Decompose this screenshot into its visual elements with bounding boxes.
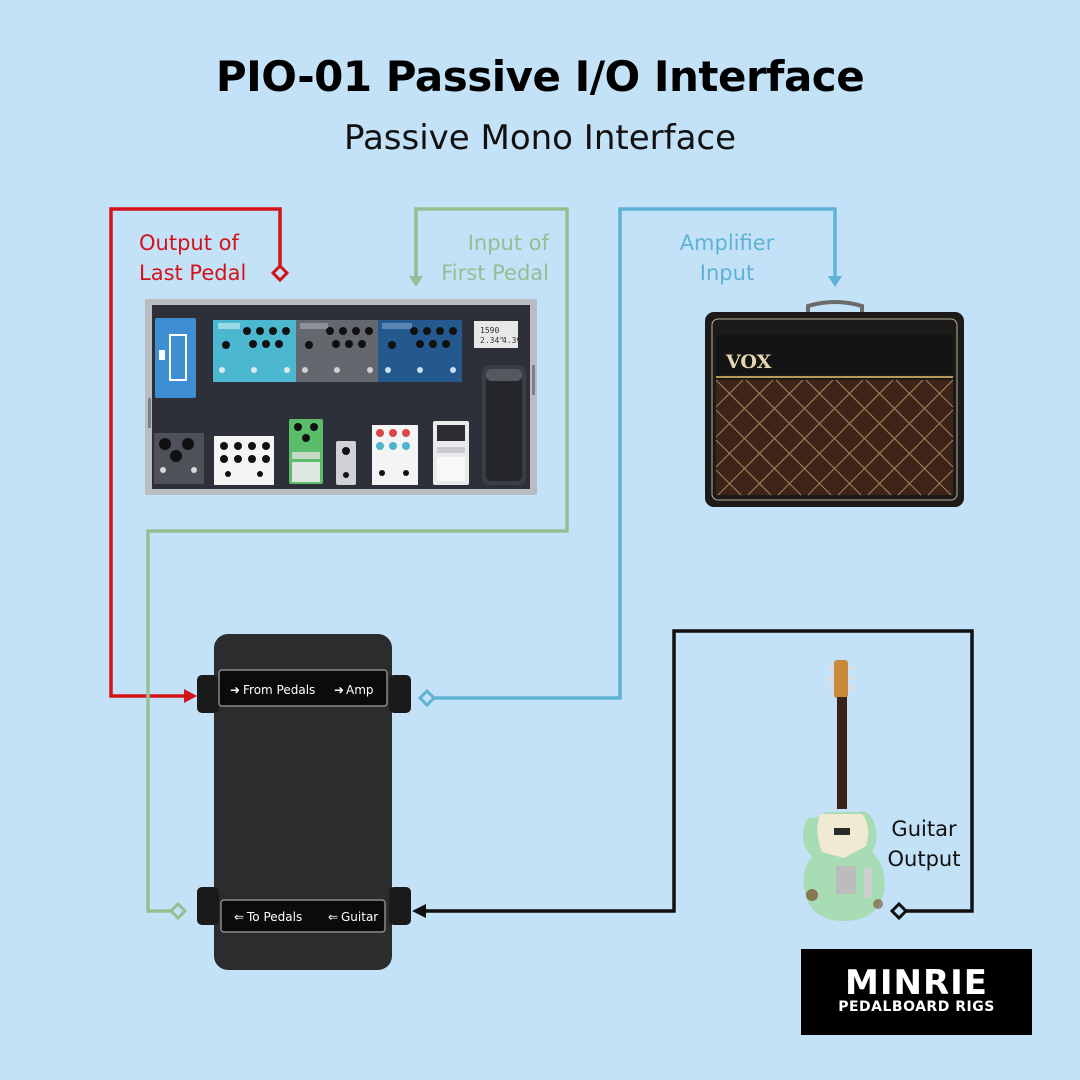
black-cable-guitar-output bbox=[426, 629, 974, 913]
red-diamond-icon bbox=[270, 263, 290, 283]
logo-sub-text: PEDALBOARD RIGS bbox=[838, 999, 995, 1015]
green-cable-input-of-first-pedal bbox=[146, 207, 569, 913]
blue-cable-amplifier-input bbox=[427, 207, 837, 700]
dimension-line-1: 1590 bbox=[480, 326, 499, 335]
guitar-output-label: Guitar Output bbox=[887, 817, 961, 871]
mini-pedal bbox=[336, 441, 356, 485]
green-overdrive-pedal bbox=[289, 419, 323, 484]
white-dual-pedal bbox=[214, 436, 274, 485]
dimension-line-3: 4.39" bbox=[502, 336, 526, 345]
from-pedals-label: From Pedals bbox=[243, 683, 315, 697]
tuner-pedal bbox=[155, 318, 196, 398]
from-guitar-arrow-icon: ⇐ bbox=[328, 910, 338, 924]
diagram-subtitle: Passive Mono Interface bbox=[343, 118, 737, 158]
grey-multi-pedal bbox=[296, 320, 378, 382]
to-pedals-arrow-icon: ⇐ bbox=[234, 910, 244, 924]
to-pedals-label: To Pedals bbox=[246, 910, 302, 924]
red-arrow-icon bbox=[184, 689, 197, 703]
red-cable-output-of-last-pedal bbox=[109, 207, 282, 698]
to-amp-arrow-icon: ➜ bbox=[334, 683, 344, 697]
amp-label: Amp bbox=[346, 683, 374, 697]
logo-main-text: MINRIE bbox=[845, 963, 988, 1003]
from-pedals-arrow-icon: ➜ bbox=[230, 683, 240, 697]
output-of-last-pedal-label: Output of Last Pedal bbox=[139, 231, 247, 285]
green-diamond-icon bbox=[168, 901, 188, 921]
dimension-line-2: 2.34" bbox=[480, 336, 504, 345]
white-colored-knob-pedal bbox=[372, 425, 418, 485]
pedalboard: 1590 2.34" 4.39" bbox=[145, 299, 537, 495]
grey-drive-pedal bbox=[154, 433, 204, 484]
blue-diamond-icon bbox=[417, 688, 437, 708]
black-arrow-icon bbox=[412, 904, 426, 918]
pio-01-interface-box: ➜ From Pedals ➜ Amp ⇐ To Pedals ⇐ Guitar bbox=[197, 634, 411, 970]
diagram-title: PIO-01 Passive I/O Interface bbox=[215, 52, 865, 101]
minrie-logo: MINRIE PEDALBOARD RIGS bbox=[801, 949, 1032, 1035]
guitar-label: Guitar bbox=[341, 910, 378, 924]
dimension-box: 1590 2.34" 4.39" bbox=[474, 321, 526, 348]
black-diamond-icon bbox=[889, 901, 909, 921]
expression-pedal bbox=[482, 365, 526, 485]
input-of-first-pedal-label: Input of First Pedal bbox=[441, 231, 549, 285]
white-compact-pedal bbox=[433, 421, 469, 485]
blue-arrow-icon bbox=[828, 276, 842, 287]
blue-multi-pedal bbox=[378, 320, 462, 382]
vox-amplifier: VOX bbox=[705, 300, 964, 507]
amp-brand-label: VOX bbox=[725, 351, 772, 373]
teal-multi-pedal bbox=[213, 320, 296, 382]
amplifier-input-label: Amplifier Input bbox=[679, 231, 775, 285]
green-arrow-icon bbox=[409, 276, 423, 287]
telecaster-guitar bbox=[803, 660, 885, 922]
